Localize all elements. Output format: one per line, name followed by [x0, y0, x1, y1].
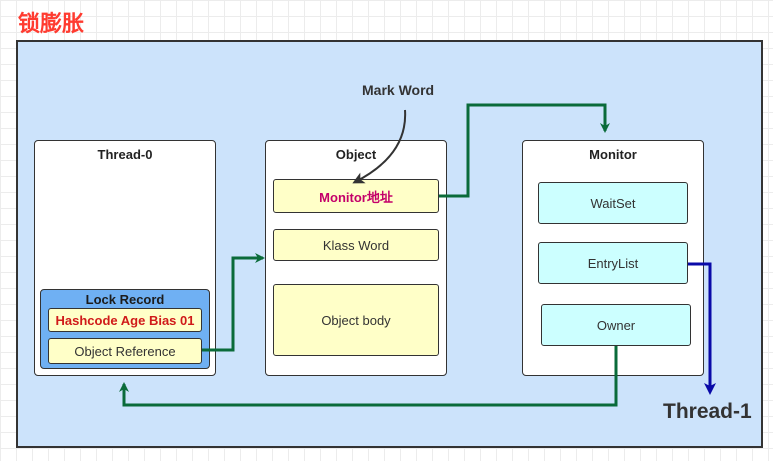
owner-cell: Owner — [541, 304, 691, 346]
waitset-cell: WaitSet — [538, 182, 688, 224]
monitor-title: Monitor — [589, 147, 637, 162]
hashcode-cell: Hashcode Age Bias 01 — [48, 308, 202, 332]
monitor-address-cell: Monitor地址 — [273, 179, 439, 213]
object-title: Object — [335, 147, 377, 162]
diagram-title: 锁膨胀 — [18, 12, 85, 37]
lock-record-title: Lock Record — [85, 292, 165, 307]
object-reference-cell: Object Reference — [48, 338, 202, 364]
klass-word-cell: Klass Word — [273, 229, 439, 261]
thread0-title: Thread-0 — [97, 147, 153, 162]
object-body-cell: Object body — [273, 284, 439, 356]
thread1-label: Thread-1 — [663, 400, 752, 423]
entrylist-cell: EntryList — [538, 242, 688, 284]
mark-word-label: Mark Word — [362, 82, 435, 98]
